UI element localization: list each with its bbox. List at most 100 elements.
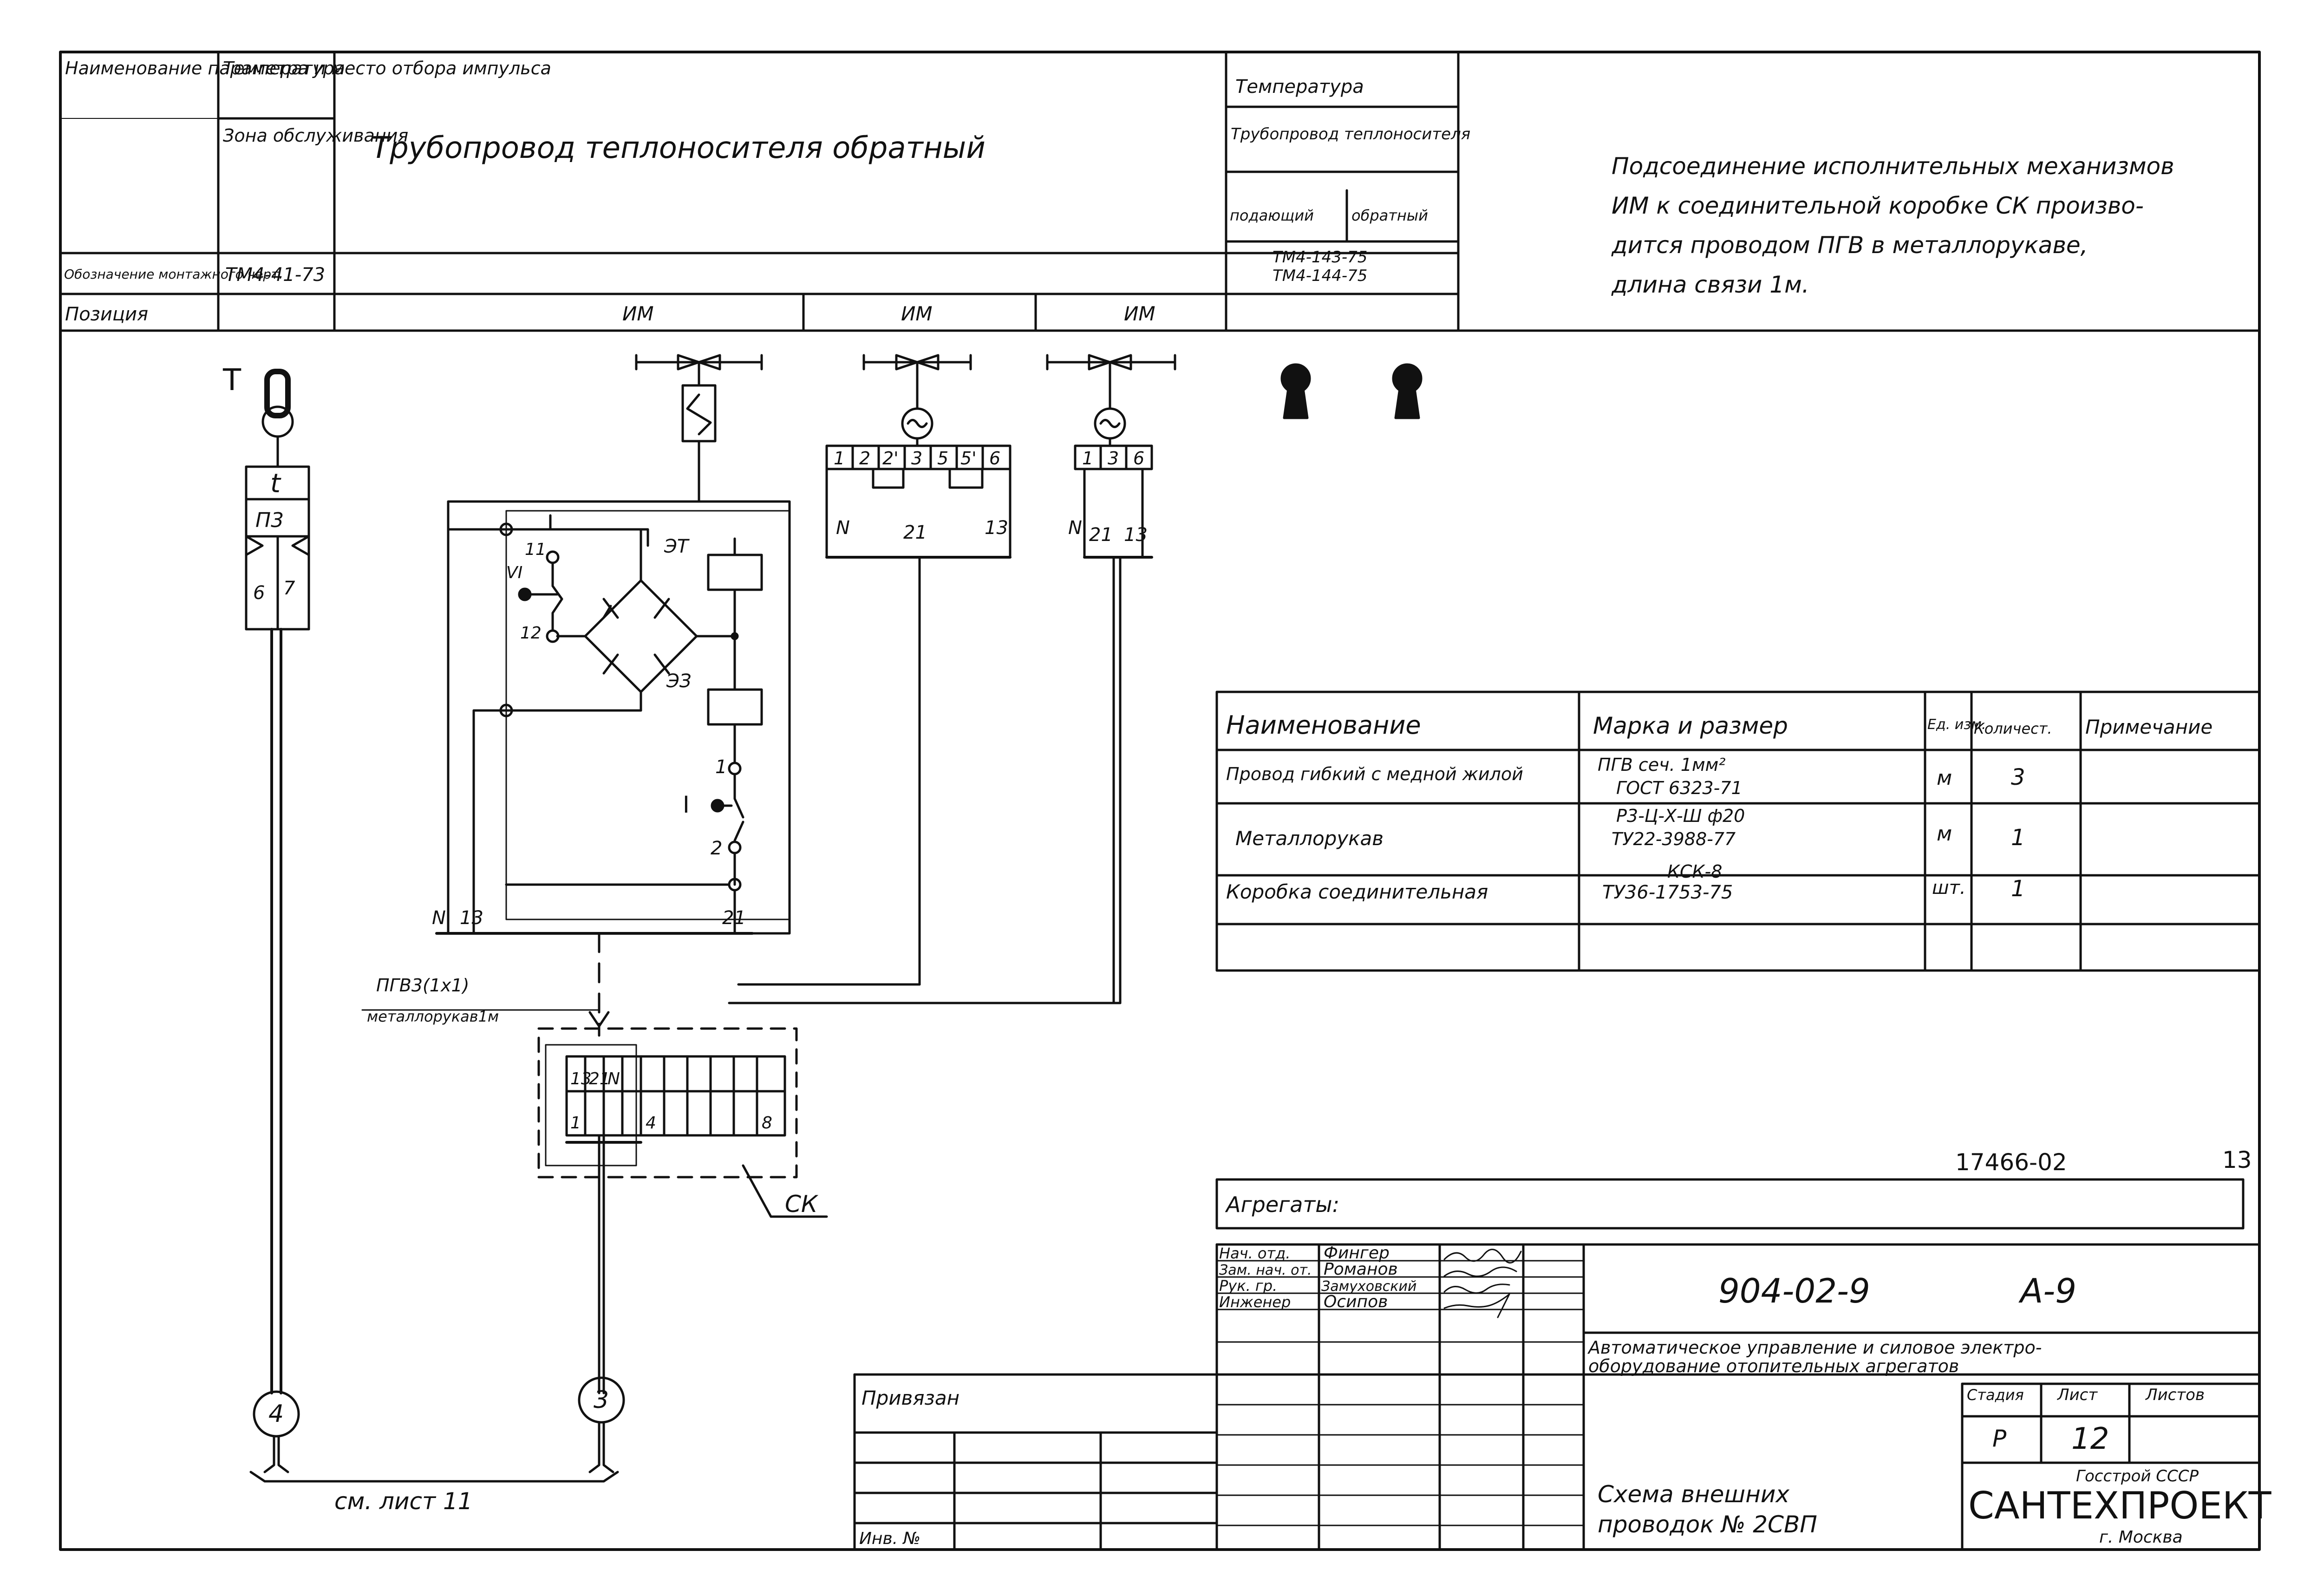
label-relay-EZ: ЭЗ xyxy=(666,671,692,692)
spec-header-mark: Марка и размер xyxy=(1593,712,1788,739)
label-t: t xyxy=(270,469,281,499)
term-a-2: 2 xyxy=(859,448,870,469)
label-wire-7: 7 xyxy=(283,578,295,599)
term-b-1: 1 xyxy=(1082,448,1093,469)
drawing-title-2: проводок № 2СВП xyxy=(1598,1511,1817,1538)
spec-row-3-name: Коробка соединительная xyxy=(1226,880,1488,903)
spec-table xyxy=(1215,691,2261,972)
name-4: Осипов xyxy=(1324,1292,1388,1311)
spec-row-1-unit: м xyxy=(1937,766,1952,790)
org-city: г. Москва xyxy=(2099,1528,2183,1547)
spec-row-2-unit: м xyxy=(1937,822,1952,846)
see-sheet-brace xyxy=(249,1471,619,1483)
cable-label: ПГВ3(1х1) xyxy=(376,975,469,996)
sheet-label: Лист xyxy=(2056,1386,2098,1404)
note-line-3: дится проводом ПГВ в металлорукаве, xyxy=(1611,232,2088,259)
label-T: Т xyxy=(222,363,241,397)
ck-top-13: 13 xyxy=(570,1069,592,1088)
cable-to-ck xyxy=(361,932,610,1037)
spec-row-3-qty: 1 xyxy=(2011,876,2025,902)
spec-header-unit: Ед. изм. xyxy=(1927,717,1986,733)
role-3: Рук. гр. xyxy=(1219,1277,1277,1295)
term-b-wire-13: 13 xyxy=(1124,524,1148,546)
label-p3: П3 xyxy=(255,508,284,532)
project-code: 904-02-9 xyxy=(1718,1271,1870,1310)
zone-label: Зона обслуживания xyxy=(223,125,408,146)
album-code: А-9 xyxy=(2018,1271,2076,1310)
im-label-1: ИМ xyxy=(622,302,654,325)
control-relay-box xyxy=(435,500,791,935)
spec-header-qty: Количест. xyxy=(1974,720,2052,737)
spec-row-2-qty: 1 xyxy=(2011,825,2025,851)
spec-row-2-name: Металлорукав xyxy=(1235,827,1384,850)
term-a-5: 5 xyxy=(937,448,948,469)
ck-label: СК xyxy=(785,1191,819,1218)
spec-row-1-qty: 3 xyxy=(2011,764,2025,790)
sheet-num-top: 13 xyxy=(2222,1147,2252,1173)
mounting-label: Обозначение монтажного черт. xyxy=(64,267,283,282)
name-1: Фингер xyxy=(1324,1244,1390,1263)
project-title-1: Автоматическое управление и силовое элек… xyxy=(1587,1337,2042,1358)
note-line-1: Подсоединение исполнительных механизмов xyxy=(1612,153,2174,180)
aggregates-label: Агрегаты: xyxy=(1225,1192,1339,1217)
sheet-frame xyxy=(59,51,2261,1551)
ck-bottom-4: 4 xyxy=(646,1114,656,1133)
spec-row-3-mark2: ТУ36-1753-75 xyxy=(1602,882,1733,903)
drawing-title-1: Схема внешних xyxy=(1598,1481,1789,1508)
role-4: Инженер xyxy=(1219,1293,1291,1311)
im-label-3: ИМ xyxy=(1124,302,1155,325)
inv-label: Инв. № xyxy=(859,1529,920,1548)
cable-label-2: металлорукав1м xyxy=(367,1008,499,1025)
position-label: Позиция xyxy=(65,304,148,325)
term-a-5p: 5' xyxy=(960,448,977,469)
term-a-3: 3 xyxy=(911,448,922,469)
label-box-21: 21 xyxy=(722,907,746,929)
spec-row-2-mark1: Р3-Ц-Х-Ш ф20 xyxy=(1616,806,1745,826)
signatures xyxy=(1443,1249,1522,1318)
role-1: Нач. отд. xyxy=(1219,1244,1290,1262)
label-contact-1: 1 xyxy=(715,756,727,778)
spec-row-1-mark2: ГОСТ 6323-71 xyxy=(1616,778,1743,798)
label-box-13: 13 xyxy=(460,907,483,929)
term-b-3: 3 xyxy=(1108,448,1119,469)
label-box-N: N xyxy=(432,907,446,929)
sheet-value: 12 xyxy=(2071,1422,2109,1456)
spec-row-1-mark1: ПГВ сеч. 1мм² xyxy=(1598,755,1726,775)
sheets-label: Листов xyxy=(2145,1386,2205,1404)
see-sheet-label: см. лист 11 xyxy=(334,1488,473,1515)
note-line-4: длина связи 1м. xyxy=(1611,271,1809,298)
label-contact-11: 11 xyxy=(525,540,546,559)
param-label: Наименование параметра и место отбора им… xyxy=(65,58,551,78)
stage-value: Р xyxy=(1992,1425,2007,1452)
term-b-6: 6 xyxy=(1133,448,1144,469)
term-a-1: 1 xyxy=(834,448,845,469)
spec-header-note: Примечание xyxy=(2085,716,2213,738)
junction-box-ck xyxy=(537,1027,828,1473)
term-b-wire-N: N xyxy=(1068,517,1082,539)
role-2: Зам. нач. от. xyxy=(1219,1262,1312,1278)
actuator-valve-3 xyxy=(728,354,1176,1004)
actuator-valve-2 xyxy=(737,354,1012,986)
ck-top-N: N xyxy=(607,1069,620,1088)
mounting-value: ТМ4-41-73 xyxy=(225,264,325,286)
title-block xyxy=(853,1178,2261,1551)
ck-bottom-8: 8 xyxy=(762,1114,772,1133)
label-contact-2: 2 xyxy=(711,838,722,859)
spec-row-2-mark2: ТУ22-3988-77 xyxy=(1612,829,1736,849)
spec-row-1-name: Провод гибкий с медной жилой xyxy=(1226,764,1523,784)
label-contact-VI: VI xyxy=(506,563,522,582)
stage-label: Стадия xyxy=(1967,1386,2024,1404)
term-a-wire-13: 13 xyxy=(985,517,1008,539)
right-drawing-2: ТМ4-144-75 xyxy=(1273,267,1367,285)
term-a-wire-21: 21 xyxy=(903,522,927,543)
org-top: Госстрой СССР xyxy=(2076,1467,2199,1485)
spec-row-3-mark1: КСК-8 xyxy=(1667,861,1722,882)
actuator-valve-1 xyxy=(635,354,763,503)
keyhole-symbols xyxy=(1280,363,1423,419)
right-temp-label: Температура xyxy=(1235,76,1364,98)
term-a-2p: 2' xyxy=(882,448,899,469)
term-b-wire-21: 21 xyxy=(1089,524,1113,546)
name-2: Романов xyxy=(1324,1260,1398,1279)
label-contact-12: 12 xyxy=(520,624,542,643)
